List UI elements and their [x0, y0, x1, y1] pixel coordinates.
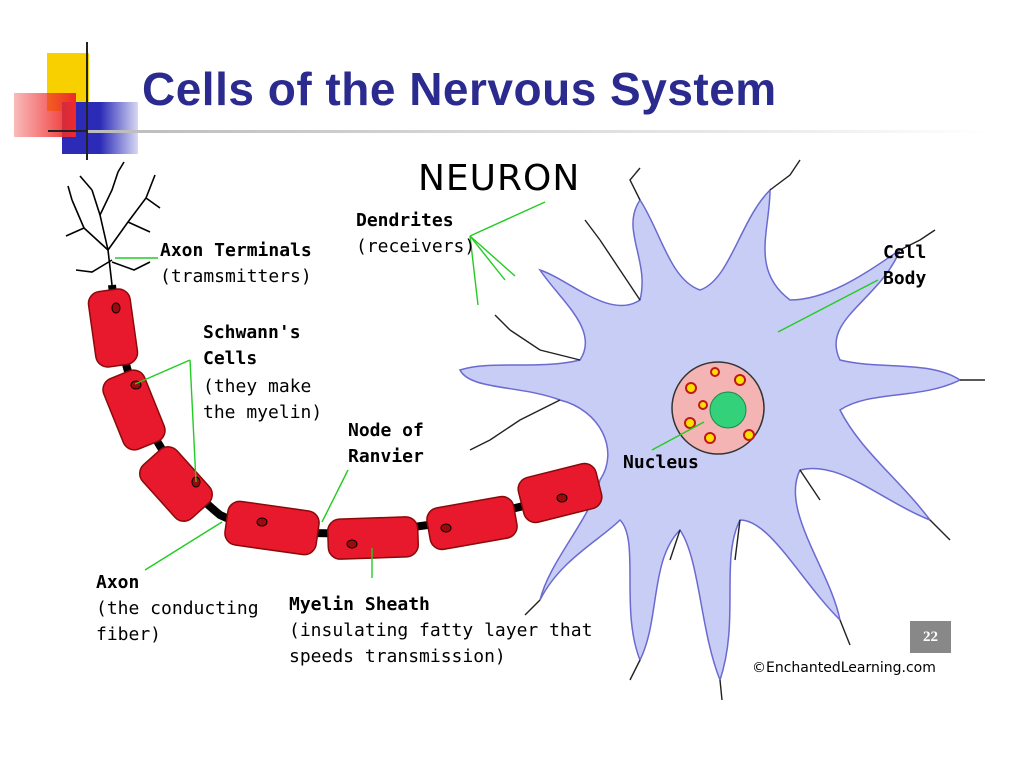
label-schwann-1: Schwann's [203, 322, 301, 343]
label-axon-sub-1: (the conducting [96, 598, 259, 619]
label-nucleus: Nucleus [623, 452, 699, 473]
deco-red-square [14, 93, 76, 137]
label-schwann-2: Cells [203, 348, 258, 369]
label-cell-body-2: Body [883, 268, 927, 289]
label-node-2: Ranvier [348, 446, 424, 467]
label-dendrites: Dendrites [356, 210, 454, 231]
label-cell-body-1: Cell [883, 242, 927, 263]
label-myelin: Myelin Sheath [289, 594, 430, 615]
label-axon-terminals-sub: (tramsmitters) [160, 266, 312, 287]
label-axon-sub-2: fiber) [96, 624, 162, 645]
leader-lines [115, 201, 879, 578]
axon-terminal-branches [65, 161, 161, 286]
title-underline [88, 130, 988, 133]
diagram-heading: NEURON [418, 158, 581, 199]
label-myelin-sub-1: (insulating fatty layer that [289, 620, 593, 641]
nucleolus [709, 391, 747, 429]
dendrite-twigs [469, 159, 985, 701]
page-number: 22 [910, 621, 951, 653]
label-schwann-sub-1: (they make [203, 376, 312, 397]
label-axon: Axon [96, 572, 140, 593]
myelin-segments [87, 288, 603, 560]
nucleus-granules [684, 367, 755, 444]
label-dendrites-sub: (receivers) [356, 236, 476, 257]
label-node-1: Node of [348, 420, 424, 441]
label-axon-terminals: Axon Terminals [160, 240, 312, 261]
label-schwann-sub-2: the myelin) [203, 402, 323, 423]
copyright-text: ©EnchantedLearning.com [752, 660, 936, 676]
deco-vertical-line [86, 42, 88, 160]
slide-title: Cells of the Nervous System [142, 63, 777, 115]
label-myelin-sub-2: speeds transmission) [289, 646, 506, 667]
